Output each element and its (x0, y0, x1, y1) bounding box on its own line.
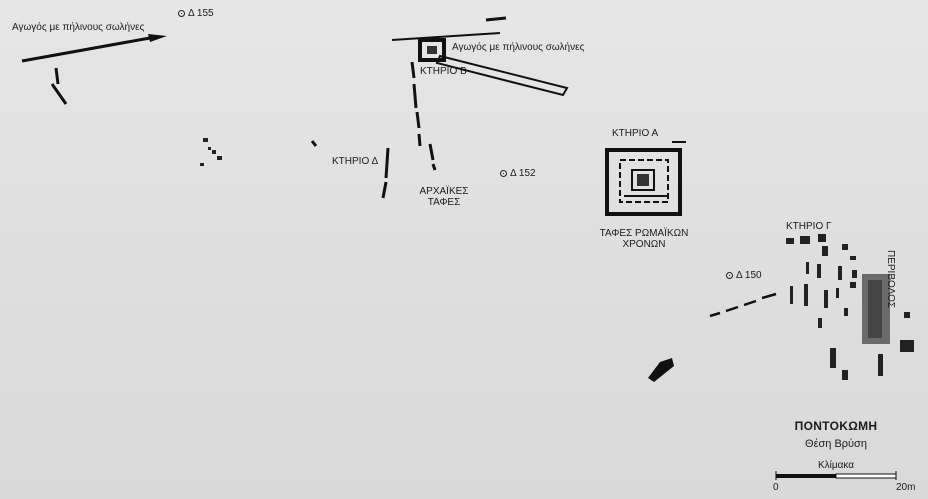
benchmark-icon (726, 272, 733, 279)
enclosure-wall (862, 274, 890, 344)
roman-tombs-line2: ΧΡΟΝΩΝ (622, 239, 666, 250)
archaic-tombs-line1: ΑΡΧΑΪΚΕΣ (419, 186, 469, 197)
scale-label: Κλίμακα (817, 460, 855, 471)
wall-line-east (709, 292, 777, 318)
benchmark-label: Δ 155 (188, 8, 214, 19)
building-g-label: ΚΤΗΡΙΟ Γ (786, 221, 832, 232)
wall-line-center (410, 61, 437, 171)
building-b-label: ΚΤΗΡΙΟ Β (420, 66, 467, 77)
roman-tombs-label: ΤΑΦΕΣ ΡΩΜΑΪΚΩΝ ΧΡΟΝΩΝ (584, 228, 704, 250)
archaic-tombs-line2: ΤΑΦΕΣ (427, 197, 461, 208)
enclosure-label: ΠΕΡΙΒΟΛΟΣ (885, 250, 896, 309)
benchmark-label: Δ 150 (736, 270, 762, 281)
scale-end-label: 20m (896, 482, 916, 493)
building-g-remains (786, 234, 914, 380)
benchmark-d152: Δ 152 (500, 168, 536, 179)
pipe-left (21, 34, 167, 63)
building-b-structure (391, 16, 569, 97)
map-subtitle: Θέση Βρύση (805, 438, 867, 450)
benchmark-label: Δ 152 (510, 168, 536, 179)
archaic-tombs-label: ΑΡΧΑΪΚΕΣ ΤΑΦΕΣ (416, 186, 472, 208)
scale-start-label: 0 (773, 482, 779, 493)
building-a-structure (605, 141, 686, 216)
pipe-right-label: Αγωγός με πήλινους σωλήνες (452, 42, 585, 53)
benchmark-icon (500, 170, 507, 177)
wall-fragment-left (50, 67, 68, 105)
benchmark-icon (178, 10, 185, 17)
building-d-label: ΚΤΗΡΙΟ Δ (332, 156, 379, 167)
pipe-left-label: Αγωγός με πήλινους σωλήνες (12, 22, 145, 33)
building-a-label: ΚΤΗΡΙΟ Α (612, 128, 659, 139)
isolated-remain (648, 358, 674, 382)
roman-tombs-line1: ΤΑΦΕΣ ΡΩΜΑΪΚΩΝ (599, 228, 689, 239)
benchmark-d155: Δ 155 (178, 8, 214, 19)
map-title: ΠΟΝΤΟΚΩΜΗ (794, 419, 878, 433)
scale-bar (775, 471, 897, 480)
benchmark-d150: Δ 150 (726, 270, 762, 281)
scattered-remains-left (200, 138, 222, 166)
building-d-walls (310, 140, 390, 199)
